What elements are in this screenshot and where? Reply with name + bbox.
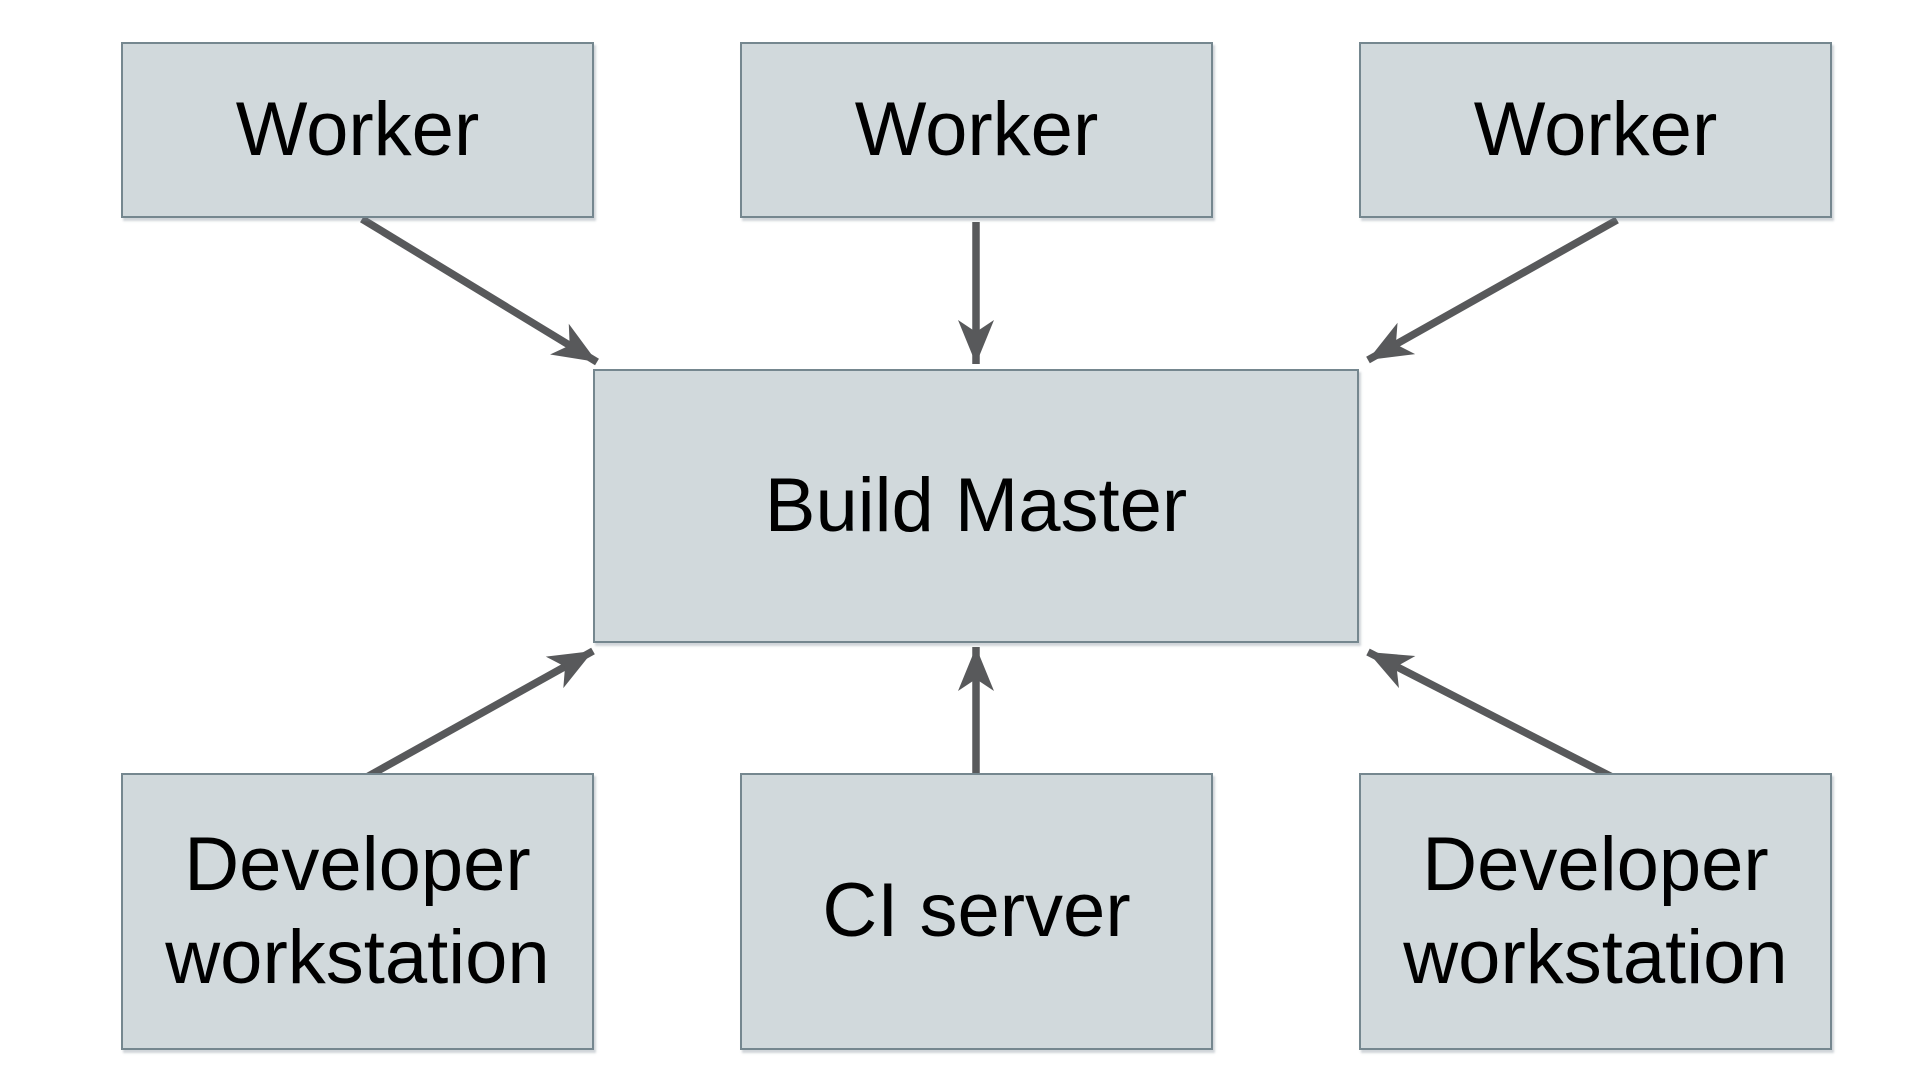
- edge-worker-3-to-build-master: [1366, 216, 1619, 364]
- node-worker-1-label: Worker: [235, 86, 480, 172]
- edge-developer-workstation-left-to-build-master: [363, 647, 595, 782]
- node-ci-server: CI server: [740, 773, 1213, 1050]
- node-developer-workstation-left-label: Developer workstation: [165, 821, 550, 1000]
- node-worker-1: Worker: [121, 42, 594, 218]
- node-developer-workstation-right: Developer workstation: [1359, 773, 1832, 1050]
- node-worker-2-label: Worker: [854, 86, 1099, 172]
- node-ci-server-label: CI server: [822, 868, 1131, 954]
- edge-worker-1-to-build-master: [360, 215, 599, 366]
- node-build-master: Build Master: [593, 369, 1359, 643]
- node-developer-workstation-left: Developer workstation: [121, 773, 594, 1050]
- node-worker-2: Worker: [740, 42, 1213, 218]
- node-worker-3-label: Worker: [1473, 86, 1718, 172]
- node-worker-3: Worker: [1359, 42, 1832, 218]
- node-developer-workstation-right-label: Developer workstation: [1403, 821, 1788, 1000]
- edge-developer-workstation-right-to-build-master: [1366, 648, 1616, 782]
- node-build-master-label: Build Master: [764, 462, 1188, 548]
